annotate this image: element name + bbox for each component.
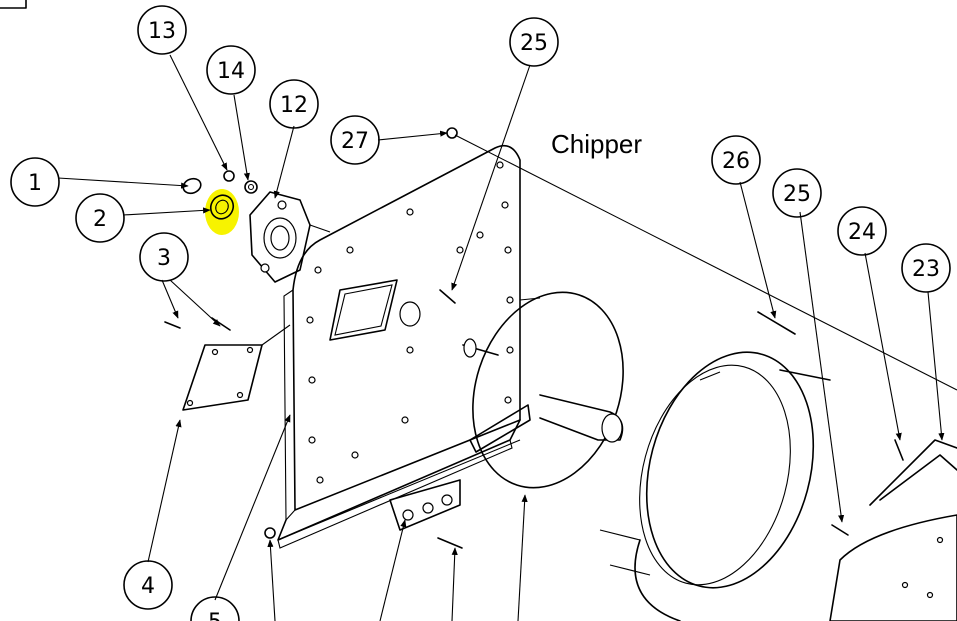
part-25-bolt-lower [831,524,849,536]
right-housing-partial [829,514,957,621]
svg-text:12: 12 [280,93,308,118]
svg-text:25: 25 [783,182,811,207]
callout-1: 1 [10,157,60,207]
callout-14: 14 [206,45,256,95]
part-24-bolt [894,439,904,461]
callout-13: 13 [137,5,187,55]
callout-4: 4 [123,560,173,610]
part-14-washer [244,180,258,194]
svg-text:4: 4 [141,574,155,599]
callout-24: 24 [837,206,887,256]
callout-26: 26 [711,135,761,185]
side-plate [277,144,521,549]
svg-text:24: 24 [848,220,876,245]
svg-text:25: 25 [520,31,548,56]
assembly-line-upper [454,134,957,391]
callout-25-top: 25 [509,17,559,67]
svg-text:26: 26 [722,149,750,174]
svg-text:23: 23 [912,257,940,282]
leader-lines [57,54,945,621]
assembly-line-lower [277,439,521,541]
callout-27: 27 [330,115,380,165]
svg-text:2: 2 [93,207,107,232]
callout-3: 3 [139,232,189,282]
mounting-bar [389,479,461,531]
callout-balloons: 1 2 3 4 5 12 13 14 23 24 25 25 26 27 [10,5,951,621]
svg-text:3: 3 [157,246,171,271]
housing-drum [599,351,831,621]
callout-25-right: 25 [772,168,822,218]
svg-text:27: 27 [341,129,369,154]
callout-5: 5 [190,596,240,621]
callout-2: 2 [75,193,125,243]
part-3-screw-a [164,321,181,329]
part-26-pin [757,311,796,335]
cover-plate [182,324,291,411]
frame-corner [0,0,27,9]
part-25-bolt-upper [439,289,456,304]
svg-text:1: 1 [28,171,42,196]
part-5-nut [264,527,276,539]
part-1-ring [182,177,202,195]
part-3-screw-b [211,317,231,331]
svg-text:14: 14 [217,59,245,84]
svg-text:5: 5 [208,610,222,621]
bolt-lower [437,537,463,549]
part-2-ring [209,194,235,220]
part-27-nut [446,127,458,139]
diagram-title: Chipper [551,129,642,159]
part-23-bracket [869,439,957,506]
callout-12: 12 [269,79,319,129]
svg-text:13: 13 [148,19,176,44]
part-13-nut [223,170,235,182]
chipper-disc [462,291,624,489]
callout-23: 23 [901,243,951,293]
